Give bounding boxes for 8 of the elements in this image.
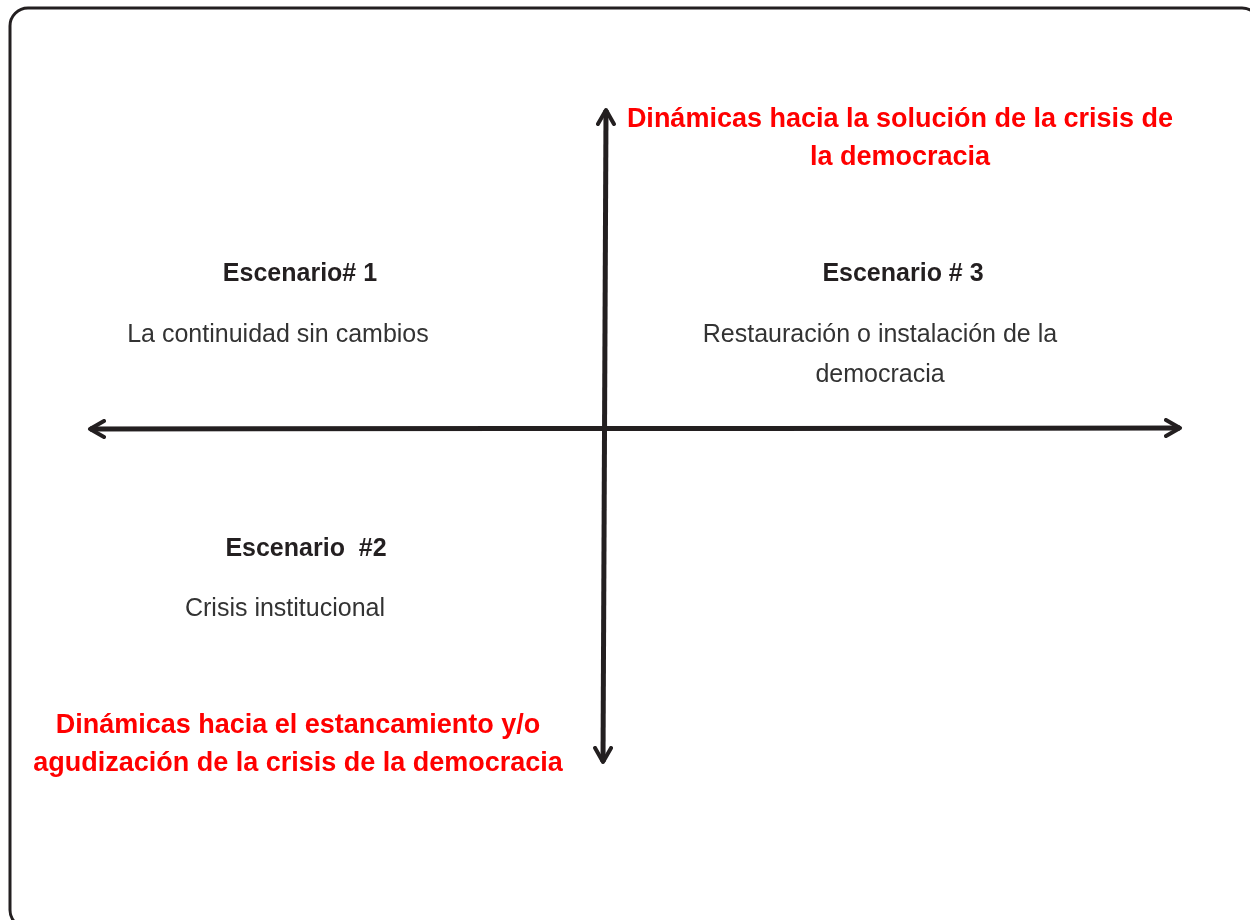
scenario-heading: Escenario# 1	[221, 258, 379, 287]
scenario-heading: Escenario #2	[224, 533, 388, 562]
scenario-heading: Escenario # 3	[821, 258, 985, 287]
axis-label: Dinámicas hacia el estancamiento y/o agudización de la crisis de la democracia	[32, 708, 564, 779]
scenario-description: Crisis institucional	[183, 592, 387, 623]
scenario-description: Restauración o instalación de la democracia	[701, 318, 1059, 389]
scenario-description: La continuidad sin cambios	[126, 318, 430, 349]
axis-label: Dinámicas hacia la solución de la crisis de la democracia	[625, 102, 1175, 173]
